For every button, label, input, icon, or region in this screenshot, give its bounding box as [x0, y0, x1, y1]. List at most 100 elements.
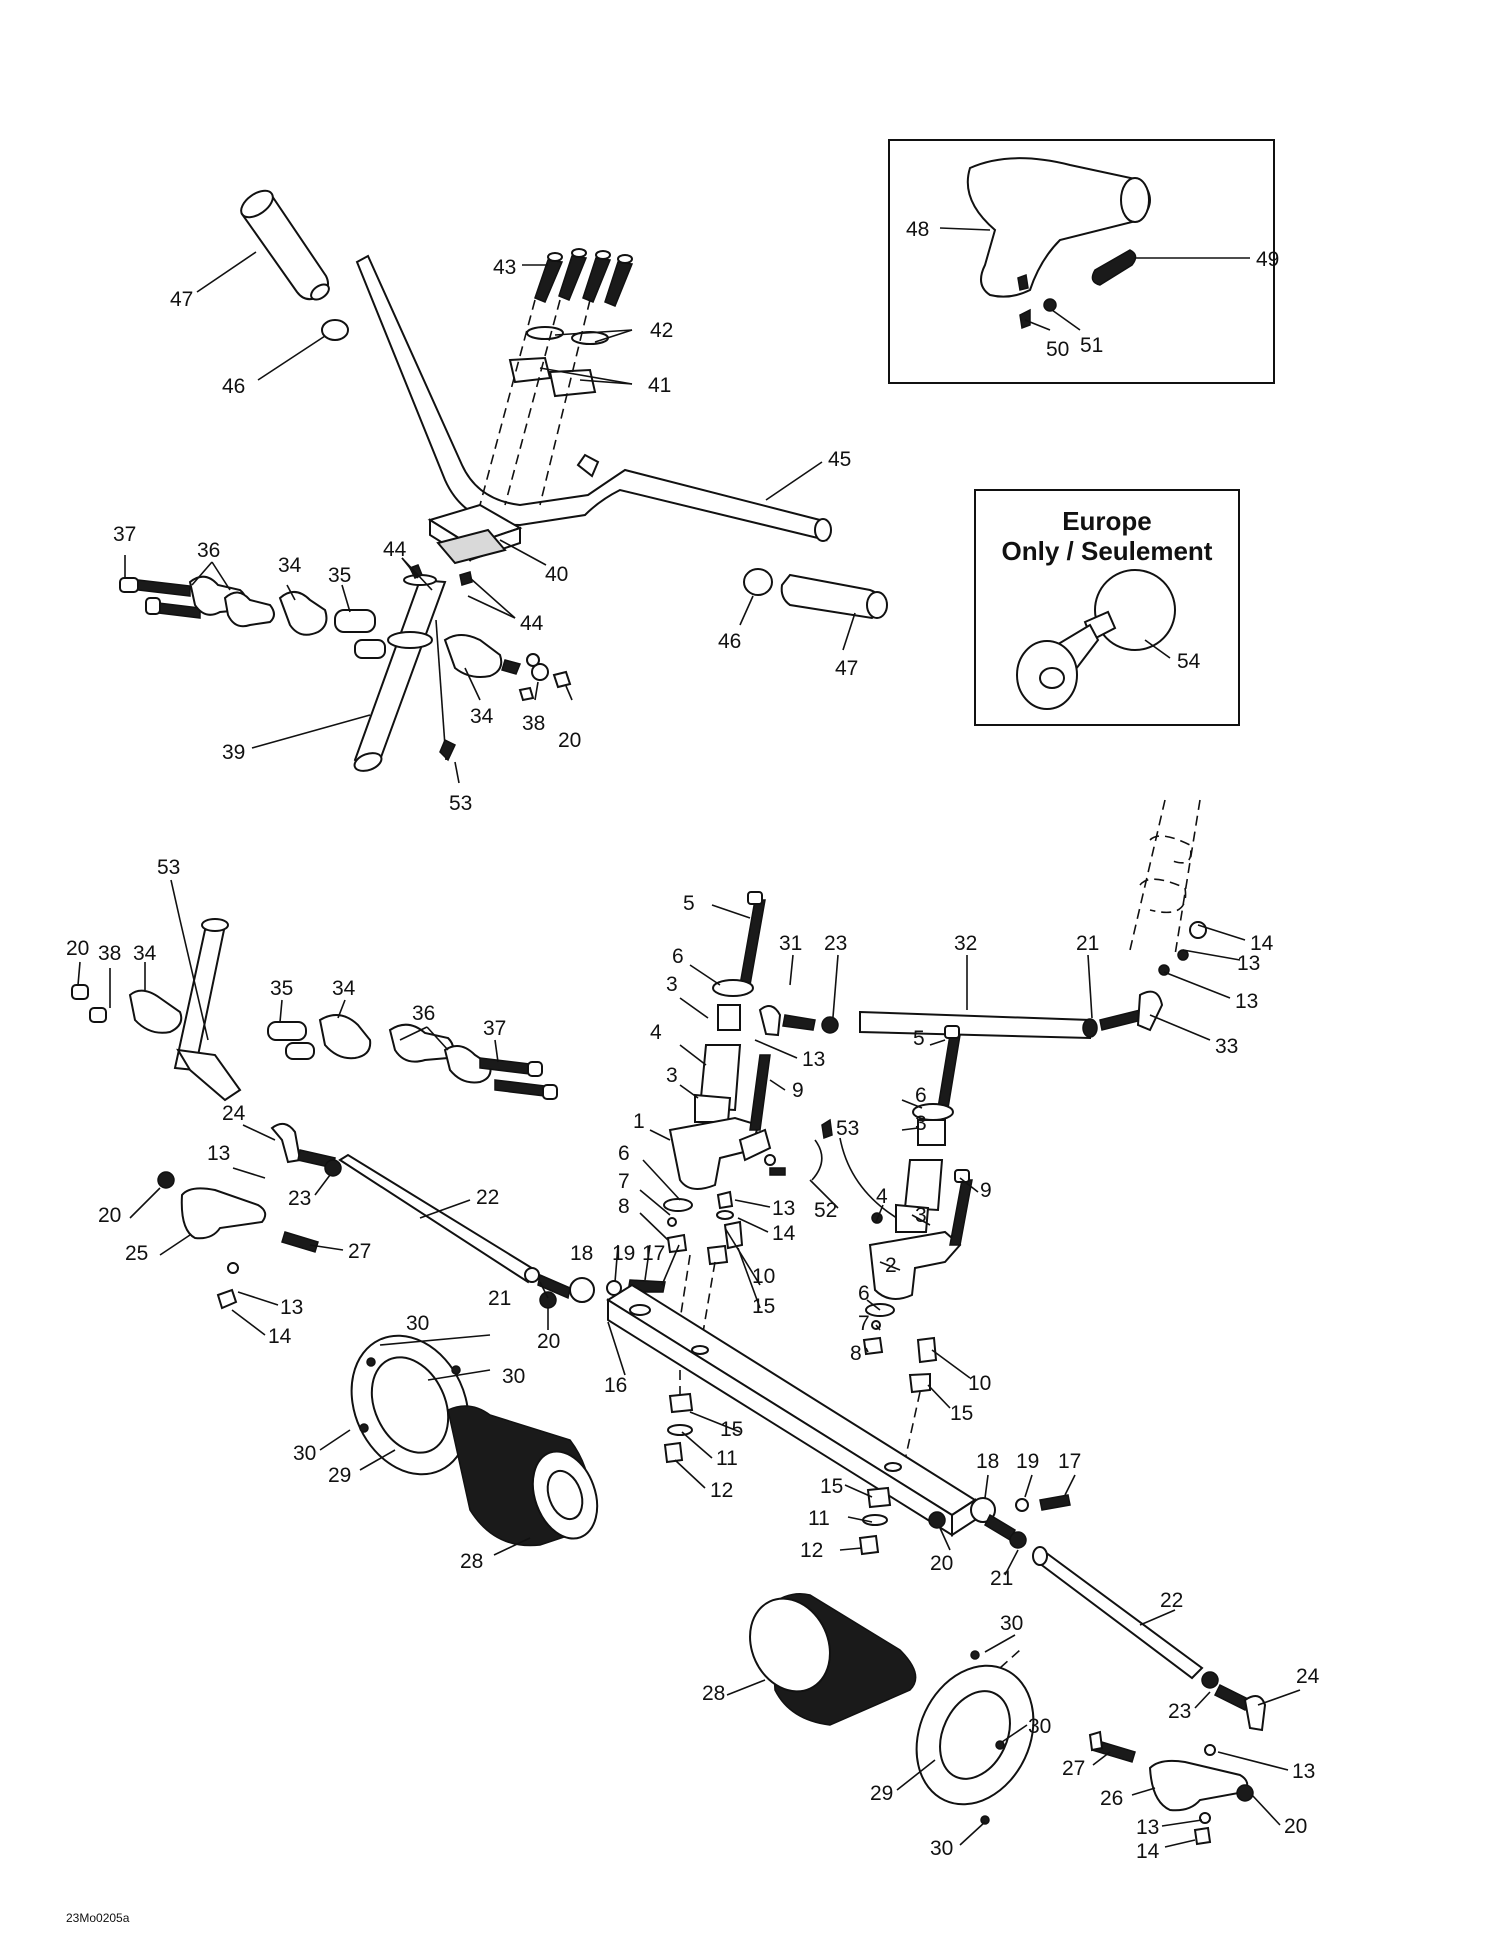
callout-label: 12	[710, 1479, 733, 1502]
callout-label: 18	[570, 1242, 593, 1265]
callout-label: 28	[460, 1550, 483, 1573]
callout-label: 34	[470, 705, 494, 728]
callout-label: 20	[98, 1204, 121, 1227]
callout-label: 20	[537, 1330, 560, 1353]
callout-label: 21	[1076, 932, 1099, 955]
callout-label: 4	[650, 1021, 662, 1044]
callout-label: 46	[222, 375, 245, 398]
callout-label: 30	[502, 1365, 525, 1388]
callout-label: 38	[522, 712, 545, 735]
horn-bulb	[1094, 569, 1176, 651]
callout-label: 32	[954, 932, 977, 955]
callout-label: 26	[1100, 1787, 1123, 1810]
callout-label: 48	[906, 218, 929, 241]
callout-label: 39	[222, 741, 245, 764]
callout-label: 5	[683, 892, 695, 915]
callout-label: 21	[990, 1567, 1013, 1590]
right-steering-arm	[868, 1230, 962, 1300]
callout-label: 34	[278, 554, 302, 577]
callout-label: 28	[702, 1682, 725, 1705]
callout-label: 29	[870, 1782, 893, 1805]
callout-label: 13	[280, 1296, 303, 1319]
callout-label: 47	[170, 288, 193, 311]
inset-title-line1: Europe	[1062, 506, 1152, 536]
callout-label: 34	[133, 942, 157, 965]
callout-label: 23	[824, 932, 847, 955]
callout-label: 14	[268, 1325, 292, 1348]
callout-label: 19	[1016, 1450, 1039, 1473]
callout-label: 23	[288, 1187, 311, 1210]
right-tie-rod	[1033, 1550, 1204, 1680]
callout-label: 4	[876, 1185, 888, 1208]
handlebar-assembly	[119, 189, 888, 772]
callout-label: 7	[858, 1312, 870, 1335]
callout-label: 49	[1256, 248, 1279, 271]
callout-label: 47	[835, 657, 858, 680]
callout-label: 9	[792, 1079, 804, 1102]
callout-label: 44	[383, 538, 407, 561]
grip-heater-housing	[966, 157, 1151, 298]
callout-label: 13	[772, 1197, 795, 1220]
callout-label: 13	[802, 1048, 825, 1071]
callout-label: 10	[968, 1372, 991, 1395]
callout-label: 15	[720, 1418, 743, 1441]
callout-label: 20	[66, 937, 89, 960]
right-grip	[780, 573, 883, 620]
callout-label: 6	[858, 1282, 870, 1305]
callout-label: 42	[650, 319, 673, 342]
callout-label: 23	[1168, 1700, 1191, 1723]
callout-label: 36	[197, 539, 220, 562]
callout-label: 36	[412, 1002, 435, 1025]
inset-title-line2: Only / Seulement	[1002, 536, 1213, 566]
callout-label: 11	[808, 1507, 830, 1530]
callout-label: 30	[293, 1442, 316, 1465]
callout-label: 6	[915, 1084, 927, 1107]
callout-label: 35	[270, 977, 293, 1000]
callout-label: 40	[545, 563, 568, 586]
callout-label: 53	[157, 856, 180, 879]
callout-label: 37	[483, 1017, 506, 1040]
callout-label: 15	[950, 1402, 973, 1425]
callout-label: 15	[820, 1475, 843, 1498]
callout-label: 53	[836, 1117, 859, 1140]
callout-label: 3	[915, 1112, 927, 1135]
callout-label: 17	[1058, 1450, 1081, 1473]
callout-label: 24	[1296, 1665, 1320, 1688]
callout-label: 35	[328, 564, 351, 587]
callout-label: 7	[618, 1170, 630, 1193]
callout-label: 20	[558, 729, 581, 752]
diagram-code: 23Mo0205a	[66, 1911, 130, 1925]
callout-label: 3	[915, 1204, 927, 1227]
callout-label: 27	[1062, 1757, 1085, 1780]
callout-label: 14	[772, 1222, 796, 1245]
callout-label: 12	[800, 1539, 823, 1562]
callout-label: 20	[1284, 1815, 1307, 1838]
callout-label: 21	[488, 1287, 511, 1310]
callout-label: 30	[930, 1837, 953, 1860]
callout-label: 13	[207, 1142, 230, 1165]
crossbar	[606, 1283, 977, 1517]
callout-label: 52	[814, 1199, 837, 1222]
callout-label: 31	[779, 932, 802, 955]
callout-label: 15	[752, 1295, 775, 1318]
callout-label: 46	[718, 630, 741, 653]
callout-label: 6	[672, 945, 684, 968]
steering-column-upper	[353, 578, 447, 770]
callout-label: 41	[648, 374, 671, 397]
callout-label: 33	[1215, 1035, 1238, 1058]
inset-grip-detail	[888, 139, 1275, 384]
callout-label: 10	[752, 1265, 775, 1288]
callout-label: 13	[1292, 1760, 1315, 1783]
left-grip-ring	[321, 319, 349, 341]
steering-linkage-assembly	[71, 799, 1267, 1846]
callout-label: 30	[1028, 1715, 1051, 1738]
callout-label: 14	[1250, 932, 1274, 955]
callout-label: 11	[716, 1447, 738, 1470]
callout-label: 54	[1177, 650, 1201, 673]
callout-label: 34	[332, 977, 356, 1000]
callout-label: 30	[406, 1312, 429, 1335]
callout-label: 13	[1235, 990, 1258, 1013]
callout-label: 13	[1136, 1816, 1159, 1839]
callout-label: 5	[913, 1027, 925, 1050]
